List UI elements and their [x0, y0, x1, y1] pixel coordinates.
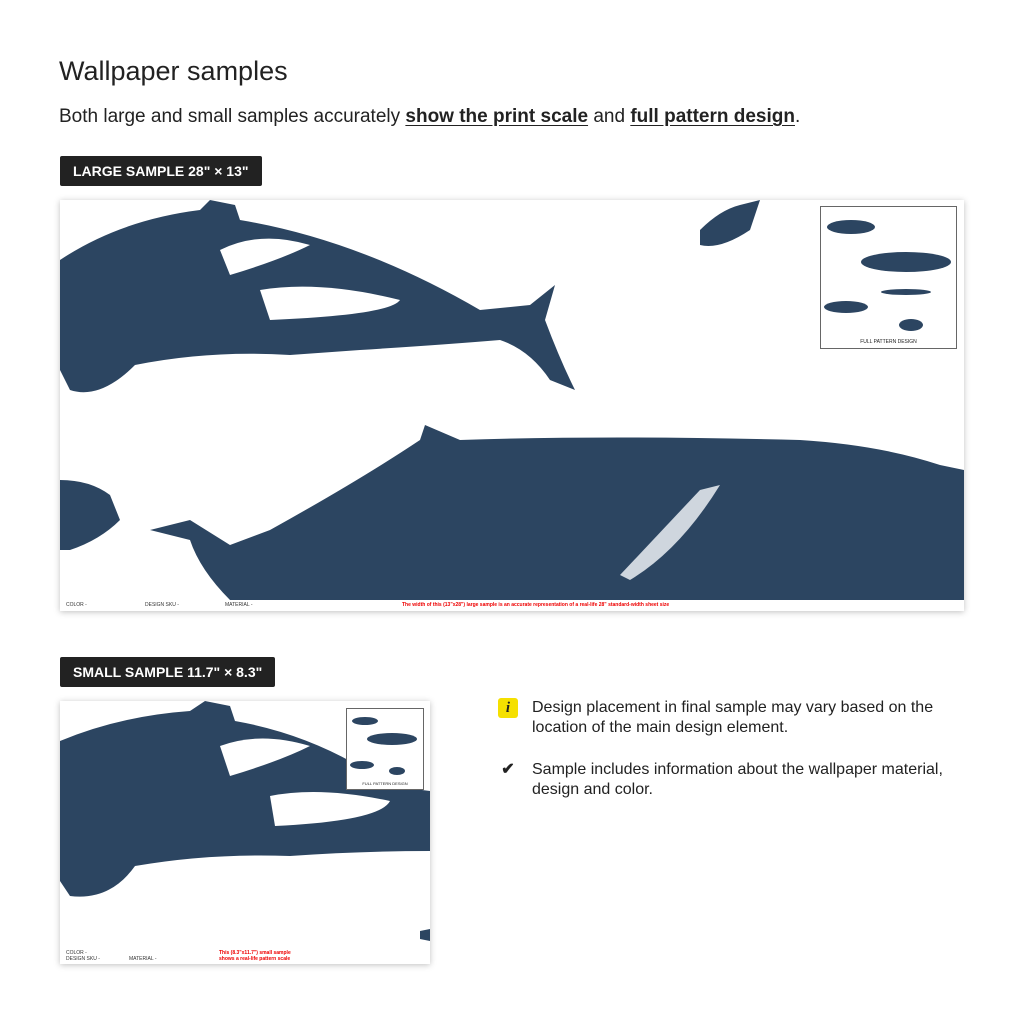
material-label: MATERIAL -: [129, 956, 157, 962]
print-scale-link[interactable]: show the print scale: [405, 106, 589, 127]
material-label: MATERIAL -: [225, 602, 253, 608]
inset-caption: FULL PATTERN DESIGN: [860, 339, 917, 345]
inset-caption: FULL PATTERN DESIGN: [362, 781, 408, 786]
full-pattern-link[interactable]: full pattern design: [630, 106, 795, 127]
color-label: COLOR -: [66, 950, 87, 956]
large-sample-image: FULL PATTERN DESIGN COLOR - DESIGN SKU -…: [60, 200, 964, 611]
subtitle-text: .: [795, 106, 801, 127]
whale-illustration: [60, 200, 964, 600]
placement-note: i Design placement in final sample may v…: [498, 698, 968, 738]
color-label: COLOR -: [66, 602, 87, 608]
large-sample-badge: LARGE SAMPLE 28" × 13": [60, 156, 262, 186]
small-sample-image: FULL PATTERN DESIGN COLOR - DESIGN SKU -…: [60, 701, 430, 964]
small-sample-badge: SMALL SAMPLE 11.7" × 8.3": [60, 657, 276, 687]
subtitle: Both large and small samples accurately …: [59, 106, 800, 128]
material-note: ✔ Sample includes information about the …: [498, 760, 968, 800]
scale-note: This (8.3"x11.7") small sample: [219, 950, 291, 956]
full-pattern-inset: FULL PATTERN DESIGN: [346, 708, 424, 790]
sku-label: DESIGN SKU -: [145, 602, 179, 608]
page-title: Wallpaper samples: [59, 56, 288, 86]
note-text: Sample includes information about the wa…: [532, 761, 943, 798]
pattern-thumbnail: [824, 220, 951, 331]
whale-illustration: [60, 701, 430, 941]
full-pattern-inset: FULL PATTERN DESIGN: [820, 206, 957, 349]
subtitle-text: and: [588, 106, 631, 127]
scale-note: The width of this (13"x28") large sample…: [402, 602, 670, 608]
info-icon: i: [498, 698, 518, 718]
pattern-thumbnail: [350, 717, 417, 775]
scale-note: shows a real-life pattern scale: [219, 956, 291, 962]
check-icon: ✔: [501, 761, 515, 778]
subtitle-text: Both large and small samples accurately: [59, 106, 406, 127]
note-text: Design placement in final sample may var…: [532, 699, 934, 736]
sku-label: DESIGN SKU -: [66, 956, 100, 962]
